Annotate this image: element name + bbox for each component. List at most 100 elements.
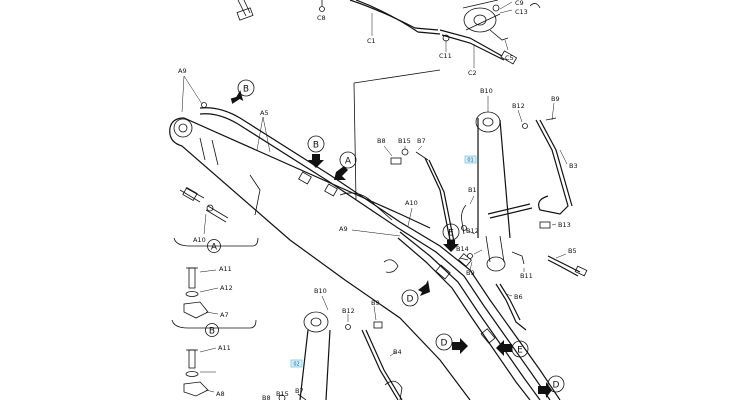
label-a9-top: A9 xyxy=(178,67,187,75)
hose-c2 xyxy=(439,29,503,57)
hose-clamp-1 xyxy=(298,171,312,185)
detail-b-bolt xyxy=(188,267,196,289)
clip-right xyxy=(529,3,541,9)
label-b8-lower: B8 xyxy=(262,394,271,400)
svg-text:B: B xyxy=(209,327,215,337)
marker-e-bottom[interactable]: E xyxy=(511,340,529,358)
label-a9-mid: A9 xyxy=(339,225,348,233)
cylinder-01-body xyxy=(477,118,511,239)
fitting-b12-mid xyxy=(461,225,467,231)
detail-a8-bolt xyxy=(188,349,196,369)
label-c5: C5 xyxy=(505,54,514,62)
label-b7-lower: B7 xyxy=(295,387,304,395)
svg-text:A: A xyxy=(211,243,218,253)
detail-b-washer xyxy=(185,291,199,297)
cylinder-body-top xyxy=(462,0,501,31)
part-box-02[interactable]: 02 xyxy=(290,359,303,368)
svg-text:B: B xyxy=(313,141,319,151)
detail-b-clamp xyxy=(183,301,209,319)
label-a11-detail-2: A11 xyxy=(218,344,231,352)
svg-text:02: 02 xyxy=(293,362,299,368)
detail-a-hose-2 xyxy=(205,205,229,223)
fitting-b13 xyxy=(539,221,551,229)
bolt-b12-top xyxy=(522,123,528,129)
bolt-c8 xyxy=(319,6,325,12)
leader-b5 xyxy=(555,253,567,259)
label-a10-detail: A10 xyxy=(193,236,206,244)
svg-text:D: D xyxy=(407,295,414,305)
cylinder-01-head-pin xyxy=(482,117,494,127)
boom-cylinder-02 xyxy=(278,295,403,400)
part-labels: C8 C9 C13 C1 C11 C5 C2 A9 A5 A10 A9 B10 … xyxy=(178,0,578,400)
detail-a-bracket xyxy=(173,237,259,247)
label-c13: C13 xyxy=(515,8,528,16)
bolt-b14 xyxy=(467,253,473,259)
hose-c1-upper xyxy=(349,0,439,31)
hose-clamp-2 xyxy=(324,183,338,197)
fitting-top-left xyxy=(237,0,251,17)
circled-markers: B B A E D D E D A B xyxy=(205,79,565,393)
marker-e-top[interactable]: E xyxy=(442,223,460,241)
arrow-markers xyxy=(230,90,552,398)
label-b4: B4 xyxy=(393,348,402,356)
label-b5: B5 xyxy=(568,247,577,255)
fitting-c5 xyxy=(500,50,518,65)
label-c8: C8 xyxy=(317,14,326,22)
label-a8-detail: A8 xyxy=(216,390,225,398)
fittings-b8-b15-b7-upper xyxy=(383,145,455,243)
svg-text:E: E xyxy=(448,229,454,239)
label-b8-upper: B8 xyxy=(377,137,386,145)
boom-foot-ribs xyxy=(199,137,219,166)
fitting-b9-top xyxy=(545,117,557,121)
label-b9-mid: B9 xyxy=(466,269,475,277)
fitting-b5 xyxy=(574,265,588,277)
hose-clamp-4 xyxy=(458,253,472,267)
boom-foot-pin-inner xyxy=(178,123,188,133)
marker-b-detail[interactable]: B xyxy=(205,323,219,337)
hose-b1-bend xyxy=(461,204,467,235)
marker-a-detail[interactable]: A xyxy=(207,239,221,253)
marker-a[interactable]: A xyxy=(339,151,357,169)
marker-d-left[interactable]: D xyxy=(401,289,419,307)
marker-d-bottom[interactable]: D xyxy=(547,375,565,393)
leader-a5 xyxy=(256,116,271,153)
part-box-01[interactable]: 01 xyxy=(464,155,477,164)
label-a5: A5 xyxy=(260,109,269,117)
cyl-02-leaders xyxy=(321,295,397,357)
boom-top-edge xyxy=(169,117,431,229)
cylinder-end-top xyxy=(463,7,497,33)
label-b14: B14 xyxy=(456,245,469,253)
marker-d-mid[interactable]: D xyxy=(435,333,453,351)
cyl-01-leaders xyxy=(487,96,568,165)
c-series-assembly xyxy=(236,0,541,68)
hose-a5-2 xyxy=(199,113,551,400)
marker-b-top[interactable]: B xyxy=(237,79,255,97)
label-b9-lower: B9 xyxy=(371,299,380,307)
leader-b13 xyxy=(551,223,557,226)
hose-b4 xyxy=(361,329,403,400)
arm-cylinder-01 xyxy=(459,96,588,331)
label-c11: C11 xyxy=(439,52,452,60)
fitting-b9-mid xyxy=(459,257,469,261)
hose-b3 xyxy=(535,119,569,215)
leader-a10-detail xyxy=(203,213,207,235)
arrow-a xyxy=(334,166,348,180)
boom-lug xyxy=(383,259,399,273)
boom-foot-pin xyxy=(173,118,193,138)
leader-b12-mid xyxy=(465,229,476,235)
marker-b-mid[interactable]: B xyxy=(307,135,325,153)
hose-a5-1 xyxy=(199,107,561,400)
leader-c5 xyxy=(504,39,509,51)
svg-text:A: A xyxy=(345,157,352,167)
hose-a5-3 xyxy=(399,231,541,400)
fitting-c5-elbow xyxy=(489,29,509,41)
hose-c2-b xyxy=(441,34,505,61)
fitting-b7-lower xyxy=(297,393,307,400)
label-b11: B11 xyxy=(520,272,533,280)
fitting-b9-lower xyxy=(373,321,383,329)
washer-b15-upper xyxy=(401,148,409,156)
washer-b15-lower xyxy=(278,394,286,400)
svg-text:B: B xyxy=(243,85,249,95)
label-b15-lower: B15 xyxy=(276,390,289,398)
